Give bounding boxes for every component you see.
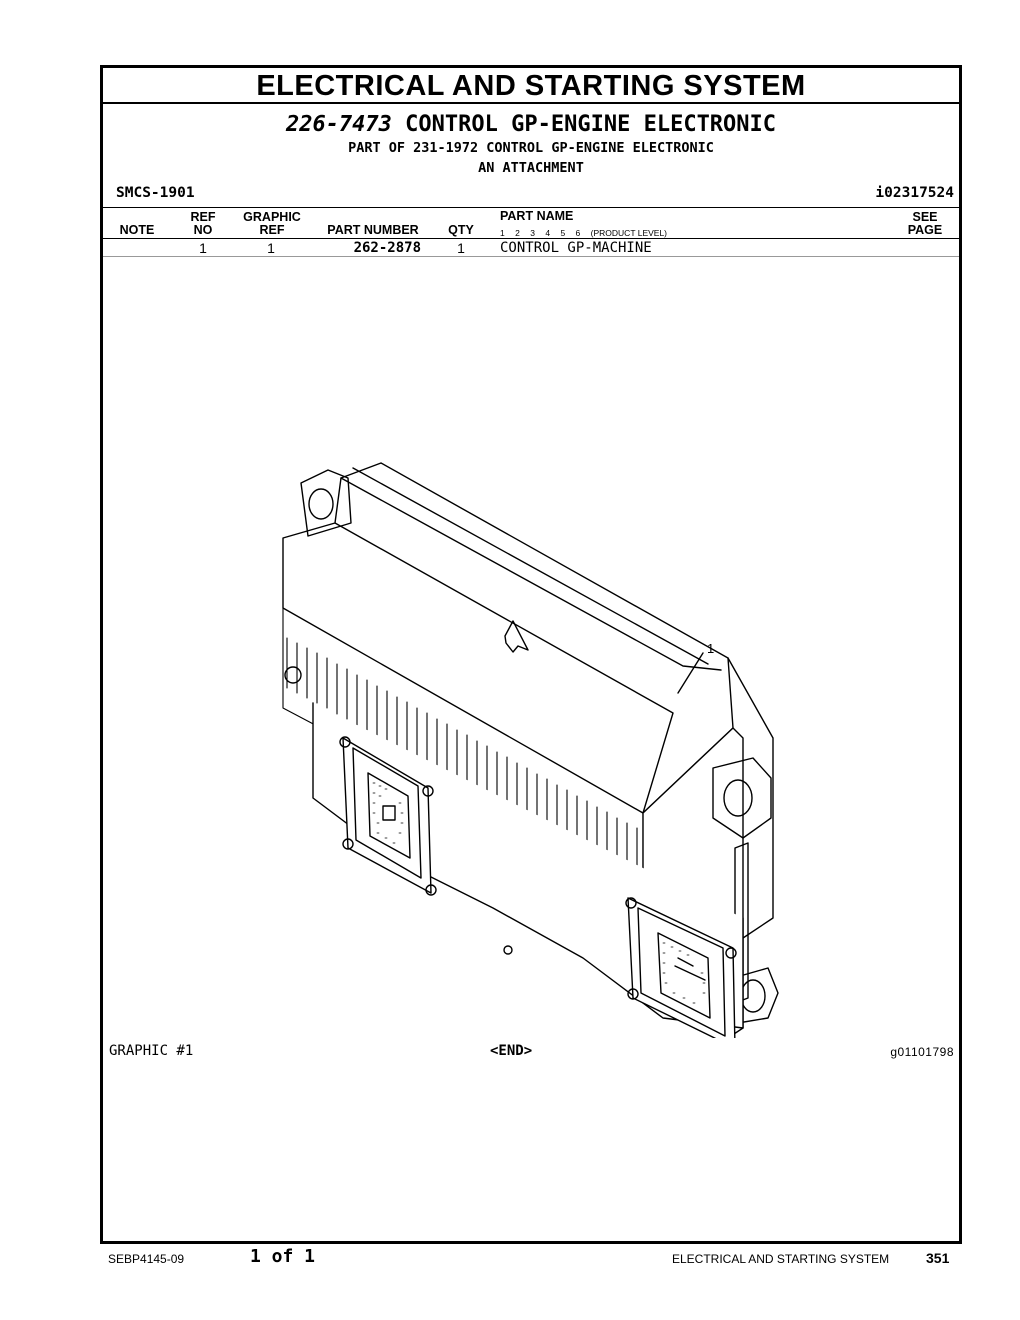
footer-section-title: ELECTRICAL AND STARTING SYSTEM [672, 1252, 890, 1266]
callout-leader [677, 652, 704, 694]
col-graphic-ref-bottom: REF [259, 223, 285, 237]
group-name: CONTROL GP-ENGINE ELECTRONIC [405, 112, 777, 137]
col-part-name: PART NAME [500, 209, 574, 223]
product-level: 5 [560, 228, 566, 238]
header-divider [103, 207, 959, 208]
end-marker: <END> [490, 1043, 533, 1059]
vent-icon [503, 945, 513, 955]
cell-qty: 1 [457, 240, 465, 256]
col-see-page-bottom: PAGE [907, 223, 943, 237]
product-level: 1 [500, 228, 505, 238]
footer-page-number: 351 [926, 1250, 950, 1266]
logo-chevron-icon [504, 620, 529, 653]
cell-ref-no: 1 [199, 240, 207, 256]
parts-page-frame: ELECTRICAL AND STARTING SYSTEM 226-7473 … [100, 65, 962, 1244]
info-id: i02317524 [875, 185, 954, 201]
col-note: NOTE [119, 223, 155, 237]
group-title: 226-7473 CONTROL GP-ENGINE ELECTRONIC [103, 112, 959, 138]
section-title: ELECTRICAL AND STARTING SYSTEM [103, 68, 959, 104]
group-part-number: 226-7473 [285, 112, 392, 137]
product-level: 4 [545, 228, 551, 238]
col-part-number: PART NUMBER [327, 223, 419, 237]
smcs-code: SMCS-1901 [116, 185, 195, 201]
footer-doc-number: SEBP4145-09 [108, 1252, 185, 1266]
ecm-top-ridge [340, 477, 722, 671]
graphic-id: g01101798 [890, 1045, 954, 1059]
bolt-icon [284, 666, 302, 684]
col-see-page-top: SEE [912, 210, 938, 224]
engine-control-module-drawing: 1 [282, 462, 779, 1038]
product-level: 3 [530, 228, 535, 238]
cell-part-name: CONTROL GP-MACHINE [500, 240, 652, 256]
mount-ear-right [712, 757, 772, 839]
col-qty: QTY [448, 223, 474, 237]
connector-1 [339, 736, 437, 896]
connector-2 [625, 897, 737, 1038]
part-of-line: PART OF 231-1972 CONTROL GP-ENGINE ELECT… [348, 140, 714, 156]
product-level: 2 [515, 228, 520, 238]
col-graphic-ref-top: GRAPHIC [243, 210, 301, 224]
table-row-divider [103, 256, 959, 257]
col-ref-no-top: REF [190, 210, 216, 224]
footer-page-of: 1 of 1 [250, 1246, 316, 1267]
product-levels: 1 2 3 4 5 6 (PRODUCT LEVEL) [500, 228, 675, 238]
col-ref-no-bottom: NO [193, 223, 213, 237]
cell-graphic-ref: 1 [267, 240, 275, 256]
mount-ear-top [300, 469, 352, 537]
graphic-label: GRAPHIC #1 [109, 1043, 194, 1059]
cell-part-number: 262-2878 [353, 240, 421, 256]
table-header-divider [103, 238, 959, 239]
attachment-line: AN ATTACHMENT [478, 160, 584, 176]
callout-number: 1 [707, 641, 714, 656]
product-level: 6 [575, 228, 581, 238]
product-level-label: (PRODUCT LEVEL) [590, 228, 668, 238]
